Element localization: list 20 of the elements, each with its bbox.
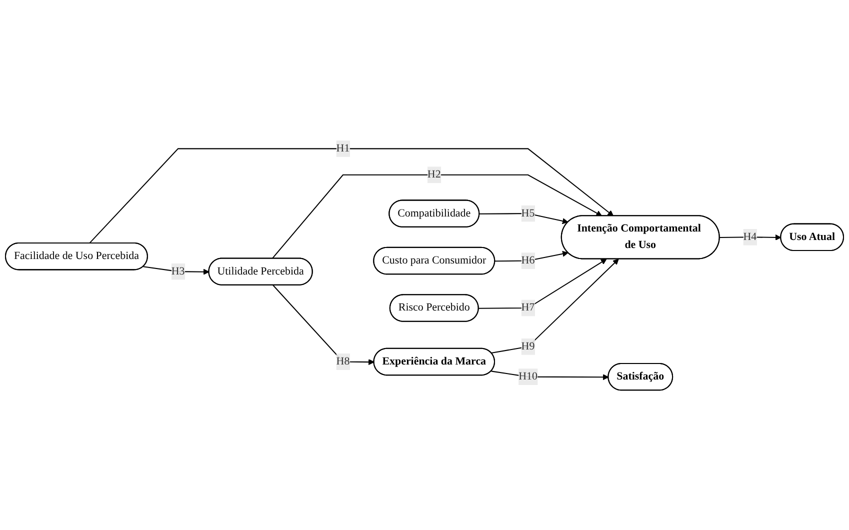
arrow bbox=[89, 148, 614, 244]
edge-label: H3 bbox=[171, 265, 185, 277]
edge-label: H7 bbox=[521, 302, 535, 314]
edge-label: H8 bbox=[336, 355, 350, 367]
edge-label: H2 bbox=[427, 168, 441, 180]
arrow bbox=[478, 258, 607, 309]
edge-label: H6 bbox=[521, 254, 535, 266]
arrow bbox=[720, 234, 782, 240]
arrow bbox=[272, 284, 374, 365]
arrow bbox=[479, 212, 568, 224]
arrow bbox=[491, 258, 619, 354]
arrow bbox=[494, 250, 568, 262]
edge-label: H10 bbox=[518, 370, 538, 382]
arrow bbox=[491, 370, 609, 380]
edge-label: H1 bbox=[336, 142, 350, 154]
arrow bbox=[143, 266, 210, 275]
edge-label: H5 bbox=[521, 207, 535, 219]
edge-label: H4 bbox=[743, 230, 757, 242]
edge-label: H9 bbox=[521, 340, 535, 352]
arrow bbox=[272, 174, 602, 259]
